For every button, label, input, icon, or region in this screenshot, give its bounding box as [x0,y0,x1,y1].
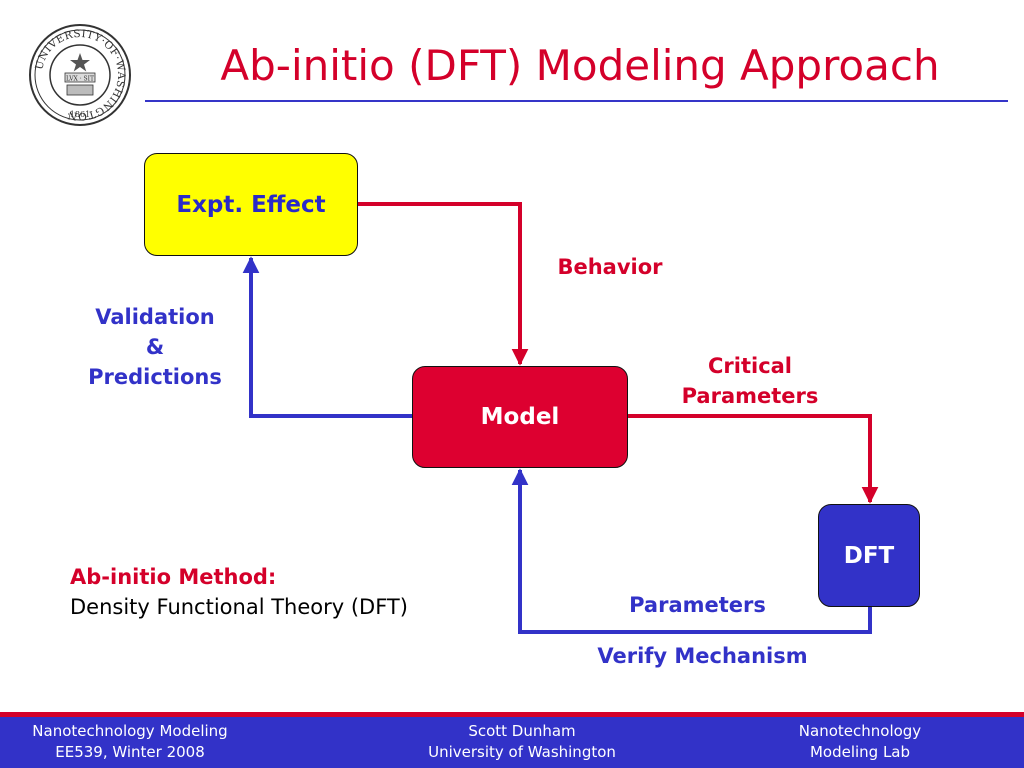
edge-label-validation-line3: Predictions [88,365,222,389]
method-note: Ab-initio Method: Density Functional The… [70,562,530,622]
connector-behavior [358,202,529,366]
svg-text:·1861·: ·1861· [67,110,92,119]
footer-right-line2: Modeling Lab [809,743,911,761]
edge-label-validation-line1: Validation [95,305,215,329]
edge-label-validation-predictions: Validation & Predictions [60,302,250,392]
node-dft: DFT [818,504,920,607]
method-heading: Ab-initio Method: [70,565,277,589]
footer-center-line2: University of Washington [428,743,616,761]
node-model-label: Model [480,404,560,430]
footer-right-line1: Nanotechnology [798,722,922,740]
footer-left: Nanotechnology Modeling EE539, Winter 20… [0,721,260,763]
edge-label-parameters: Parameters [629,593,766,617]
connector-critical-parameters [628,414,879,504]
node-expt-effect-label: Expt. Effect [176,191,326,218]
slide-title: Ab-initio (DFT) Modeling Approach [220,41,940,90]
diagram-connectors [242,202,879,634]
node-expt-effect: Expt. Effect [144,153,358,256]
method-body: Density Functional Theory (DFT) [70,595,408,619]
footer-bar [0,712,1024,768]
footer-stripe [0,712,1024,717]
connector-validation [242,256,412,418]
edge-label-critical-parameters: Critical Parameters [650,351,850,411]
edge-label-verify-mechanism: Verify Mechanism [597,644,808,668]
svg-text:LVX · SIT: LVX · SIT [66,75,94,82]
footer-left-line2: EE539, Winter 2008 [55,743,205,761]
node-model: Model [412,366,628,468]
title-underline [145,100,1008,102]
footer-center: Scott Dunham University of Washington [392,721,652,763]
edge-label-validation-line2: & [145,335,165,359]
edge-label-critical-line1: Critical [707,354,793,378]
footer-center-line1: Scott Dunham [468,722,576,740]
node-dft-label: DFT [843,542,895,569]
connector-parameters [511,468,872,634]
edge-label-behavior: Behavior [557,255,663,279]
footer-left-line1: Nanotechnology Modeling [32,722,228,740]
edge-label-critical-line2: Parameters [681,384,819,408]
university-seal-logo: UNIVERSITY·OF·WASHINGTON LVX · SIT ·1861… [29,24,131,126]
footer-right: Nanotechnology Modeling Lab [799,721,1024,763]
